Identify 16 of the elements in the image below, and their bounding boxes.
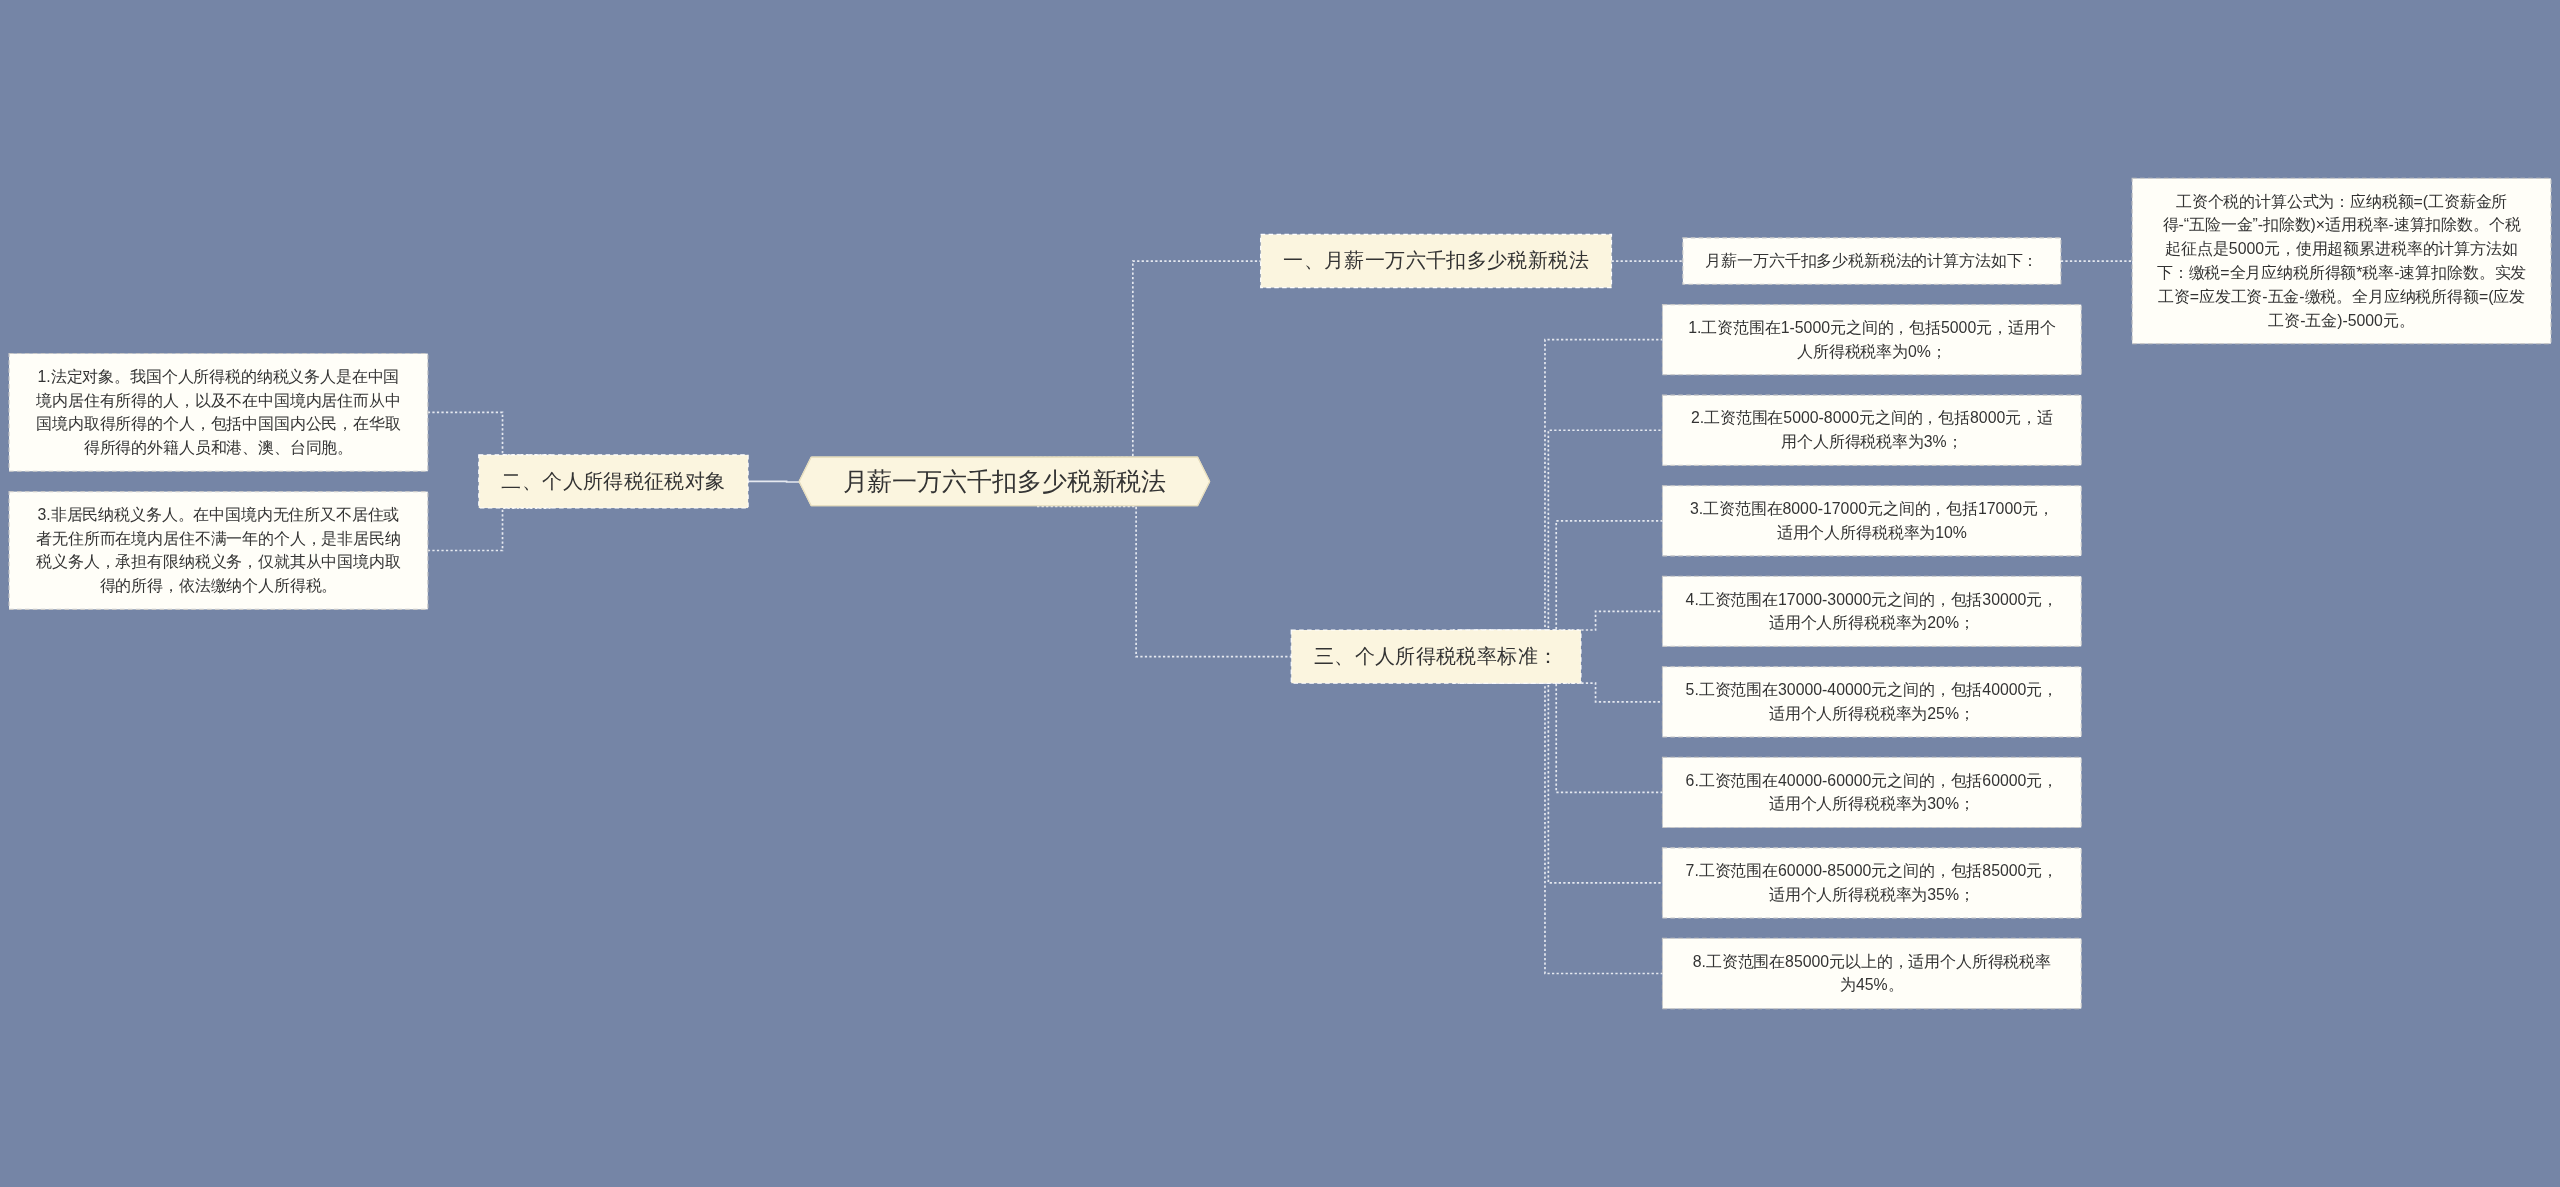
node-box: 5.工资范围在30000-40000元之间的，包括40000元，适用个人所得税税率为25%； xyxy=(1661,666,2082,738)
node-box: 二、个人所得税征税对象 xyxy=(478,454,749,509)
node-box: 月薪一万六千扣多少税新税法的计算方法如下： xyxy=(1682,237,2062,285)
node-box: 2.工资范围在5000-8000元之间的，包括8000元，适用个人所得税税率为3%； xyxy=(1661,394,2082,466)
node-box: 7.工资范围在60000-85000元之间的，包括85000元，适用个人所得税税率为35%； xyxy=(1661,847,2082,919)
node-box: 一、月薪一万六千扣多少税新税法 xyxy=(1260,233,1613,289)
node-box: 1.工资范围在1-5000元之间的，包括5000元，适用个人所得税税率为0%； xyxy=(1661,304,2082,376)
node-box: 工资个税的计算公式为：应纳税额=(工资薪金所得-“五险一金”-扣除数)×适用税率-速算扣除数。个税起征点是5000元，使用超额累进税率的计算方法如下：缴税=全月应纳税所得额*税率-速算扣除数。实发工资=应发工资-五金-缴税。全月应纳税所得额=(应发工资-五金)-5000元。 xyxy=(2131,177,2552,345)
connector xyxy=(2060,260,2133,262)
node-box: 3.工资范围在8000-17000元之间的，包括17000元，适用个人所得税税率为10% xyxy=(1661,485,2082,557)
node-box: 6.工资范围在40000-60000元之间的，包括60000元，适用个人所得税税率为30%； xyxy=(1661,756,2082,829)
node-box: 4.工资范围在17000-30000元之间的，包括30000元，适用个人所得税税率为20%； xyxy=(1661,575,2082,647)
node-box: 3.非居民纳税义务人。在中国境内无住所又不居住或者无住所而在境内居住不满一年的个人，是非居民纳税义务人，承担有限纳税义务，仅就其从中国境内取得的所得，依法缴纳个人所得税。 xyxy=(8,491,429,610)
node-box: 三、个人所得税税率标准： xyxy=(1290,629,1582,684)
node-box: 8.工资范围在85000元以上的，适用个人所得税税率为45%。 xyxy=(1661,937,2082,1010)
node-box: 1.法定对象。我国个人所得税的纳税义务人是在中国境内居住有所得的人，以及不在中国境内居住而从中国境内取得所得的个人，包括中国国内公民，在华取得所得的外籍人员和港、澳、台同胞。 xyxy=(8,353,429,472)
